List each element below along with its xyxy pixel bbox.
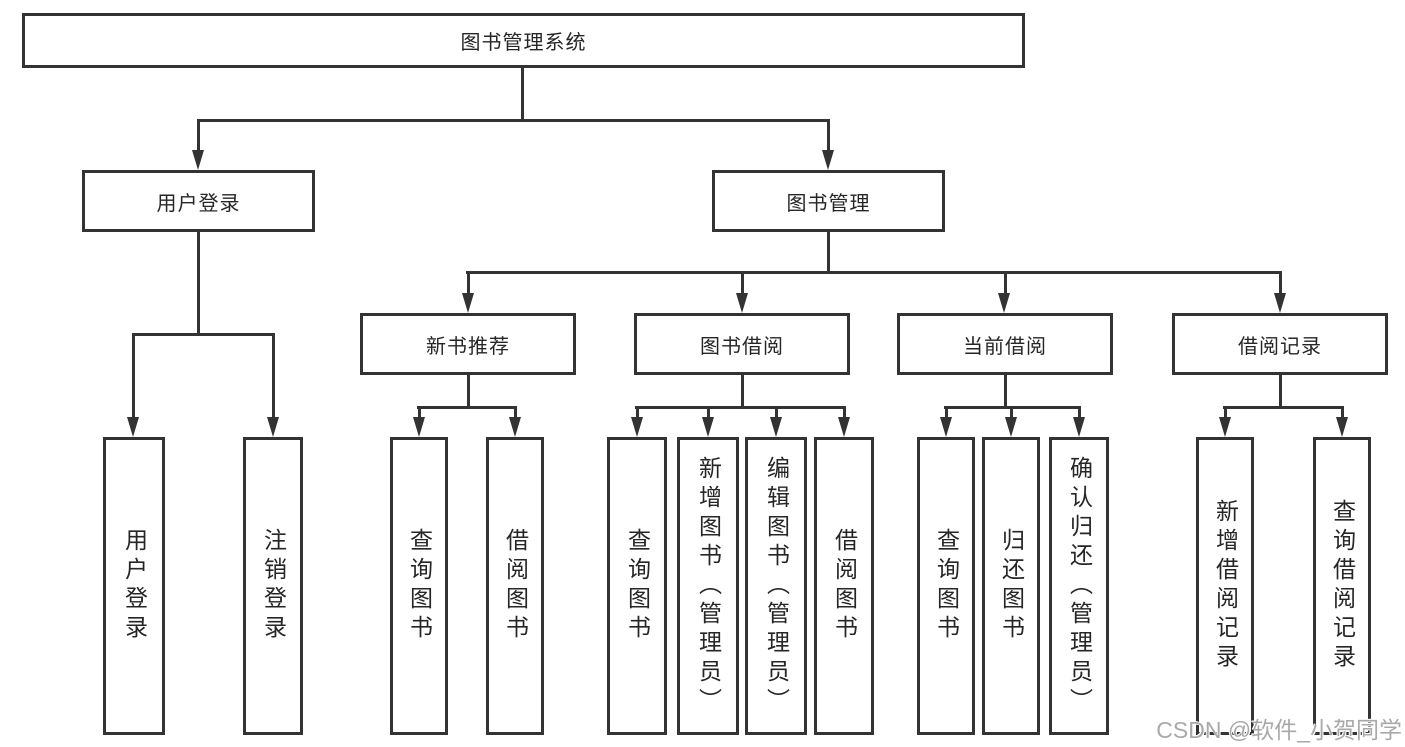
connector-stub (1010, 406, 1013, 419)
arrow-down-icon (736, 293, 748, 313)
node-borrow-records-label: 借阅记录 (1238, 335, 1322, 358)
leaf-edit-books-admin: 编辑图书（管理员） (745, 437, 807, 735)
connector-stub-current-borrow (1004, 271, 1007, 295)
arrow-down-icon (1336, 417, 1348, 437)
connector-book-borrow-horizontal (635, 406, 846, 409)
leaf-edit-books-admin-label: 编辑图书（管理员） (763, 455, 790, 717)
leaf-borrow-books: 借阅图书 (814, 437, 874, 735)
node-new-book-recommend-label: 新书推荐 (426, 335, 510, 358)
connector-stub (1078, 406, 1081, 419)
arrow-down-icon (267, 417, 279, 437)
connector-stub-leaf-user-login (132, 333, 135, 419)
arrow-down-icon (822, 150, 834, 170)
arrow-down-icon (770, 417, 782, 437)
watermark: CSDN @软件_小贺同学 (1156, 717, 1402, 743)
arrow-down-icon (127, 417, 139, 437)
leaf-borrow-books-recommend: 借阅图书 (486, 437, 544, 735)
node-current-borrow: 当前借阅 (897, 313, 1113, 375)
arrow-down-icon (1073, 417, 1085, 437)
arrow-down-icon (998, 293, 1010, 313)
connector-book-borrow-vertical (741, 375, 744, 408)
connector-stub (707, 406, 710, 419)
connector-stub-leaf-logout (272, 333, 275, 419)
connector-stub-borrow-records (1279, 271, 1282, 295)
arrow-down-icon (631, 417, 643, 437)
arrow-down-icon (509, 417, 521, 437)
connector-book-management-horizontal (466, 271, 1282, 274)
connector-new-book-horizontal (417, 406, 517, 409)
leaf-query-books-recommend: 查询图书 (390, 437, 448, 735)
node-user-login: 用户登录 (82, 170, 315, 232)
connector-stub (636, 406, 639, 419)
connector-borrow-records-vertical (1279, 375, 1282, 408)
node-new-book-recommend: 新书推荐 (360, 313, 576, 375)
arrow-down-icon (192, 150, 204, 170)
node-book-borrow: 图书借阅 (634, 313, 850, 375)
arrow-down-icon (1274, 293, 1286, 313)
connector-stub (1224, 406, 1227, 419)
node-library-management-system: 图书管理系统 (22, 13, 1025, 68)
connector-stub (945, 406, 948, 419)
connector-book-management-vertical (827, 232, 830, 273)
leaf-confirm-return-admin-label: 确认归还（管理员） (1066, 455, 1093, 717)
leaf-query-books-current-label: 查询图书 (933, 528, 960, 644)
leaf-borrow-books-recommend-label: 借阅图书 (502, 528, 529, 644)
leaf-query-borrow-record-label: 查询借阅记录 (1329, 499, 1356, 673)
node-library-management-system-label: 图书管理系统 (460, 32, 587, 54)
leaf-user-login: 用户登录 (103, 437, 165, 735)
connector-user-login-vertical (197, 232, 200, 335)
connector-stub (418, 406, 421, 419)
arrow-down-icon (1219, 417, 1231, 437)
node-book-borrow-label: 图书借阅 (700, 335, 784, 358)
node-book-management-label: 图书管理 (786, 192, 871, 215)
leaf-query-borrow-record: 查询借阅记录 (1313, 437, 1371, 735)
connector-stub (843, 406, 846, 419)
connector-stub (775, 406, 778, 419)
arrow-down-icon (413, 417, 425, 437)
leaf-query-books-borrow-label: 查询图书 (624, 528, 651, 644)
arrow-down-icon (838, 417, 850, 437)
connector-stub-new-book (467, 271, 470, 295)
leaf-add-books-admin-label: 新增图书（管理员） (695, 455, 722, 717)
connector-user-login-horizontal (132, 333, 275, 336)
arrow-down-icon (702, 417, 714, 437)
node-user-login-label: 用户登录 (156, 192, 241, 215)
connector-stub-book-borrow (741, 271, 744, 295)
leaf-borrow-books-label: 借阅图书 (831, 528, 858, 644)
connector-root-vertical (521, 68, 524, 121)
arrow-down-icon (1005, 417, 1017, 437)
connector-stub (1341, 406, 1344, 419)
leaf-logout: 注销登录 (243, 437, 303, 735)
connector-stub-book-management (827, 119, 830, 152)
connector-stub-user-login (197, 119, 200, 152)
node-book-management: 图书管理 (712, 170, 945, 232)
leaf-add-borrow-record-label: 新增借阅记录 (1212, 499, 1239, 673)
connector-new-book-vertical (467, 375, 470, 408)
leaf-confirm-return-admin: 确认归还（管理员） (1049, 437, 1109, 735)
leaf-query-books-recommend-label: 查询图书 (406, 528, 433, 644)
node-borrow-records: 借阅记录 (1172, 313, 1388, 375)
leaf-query-books-borrow: 查询图书 (607, 437, 667, 735)
leaf-return-books: 归还图书 (982, 437, 1040, 735)
connector-current-borrow-vertical (1004, 375, 1007, 408)
connector-root-horizontal (197, 119, 830, 122)
arrow-down-icon (940, 417, 952, 437)
leaf-add-borrow-record: 新增借阅记录 (1196, 437, 1254, 735)
node-current-borrow-label: 当前借阅 (963, 335, 1047, 358)
leaf-user-login-label: 用户登录 (121, 528, 148, 644)
connector-borrow-records-horizontal (1223, 406, 1344, 409)
leaf-query-books-current: 查询图书 (917, 437, 975, 735)
arrow-down-icon (462, 293, 474, 313)
leaf-logout-label: 注销登录 (260, 528, 287, 644)
connector-stub (514, 406, 517, 419)
leaf-add-books-admin: 新增图书（管理员） (677, 437, 739, 735)
leaf-return-books-label: 归还图书 (998, 528, 1025, 644)
